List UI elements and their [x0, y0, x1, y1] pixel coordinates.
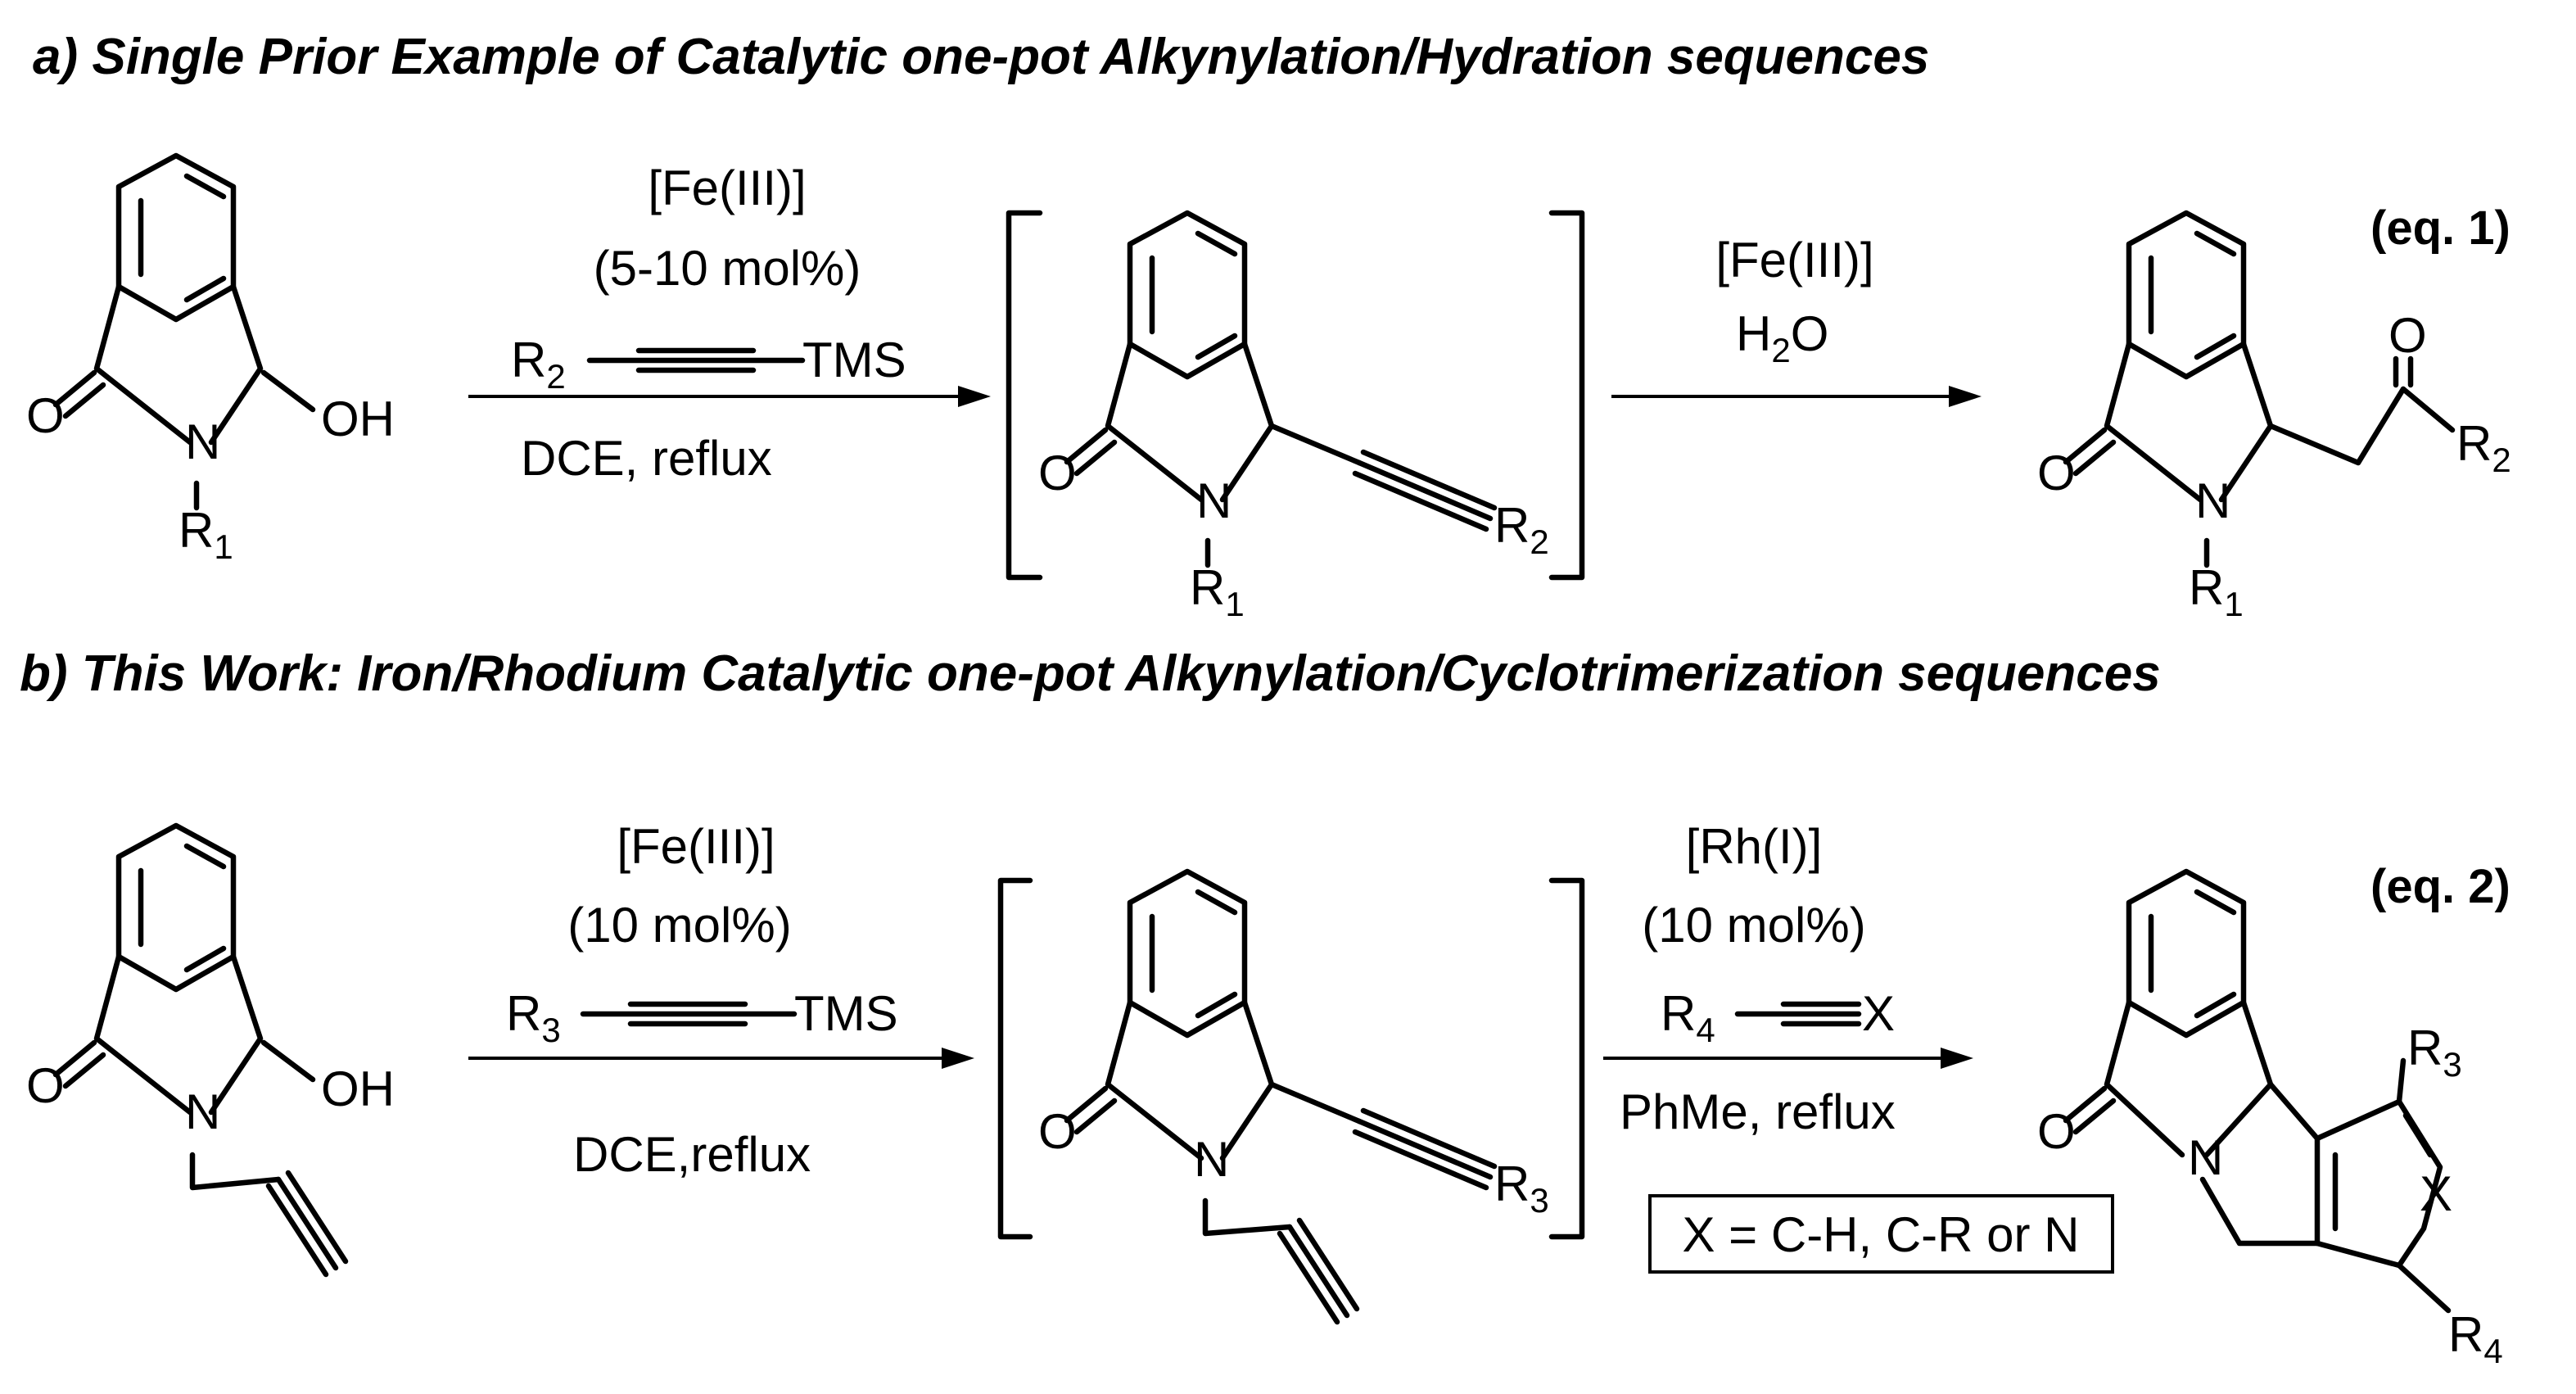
b1-reagent-r3: R3 [506, 986, 561, 1049]
a2-r1-label: R1 [1190, 560, 1245, 623]
a1-nitrogen-label: N [185, 414, 220, 469]
a2-nitrogen-label: N [1196, 473, 1232, 528]
reaction-arrow-b2: [Rh(I)] (10 mol%) R4 X PhMe, reflux X = … [1603, 819, 2114, 1274]
a3-r2-label: R2 [2456, 416, 2511, 479]
a2-r2-label: R2 [1494, 498, 1549, 561]
b3-x-label: X [2420, 1166, 2452, 1221]
a3-oxygen-label: O [2037, 446, 2076, 500]
a3-r1-label: R1 [2189, 560, 2244, 623]
a1-hydroxyl-label: OH [321, 391, 395, 446]
a2-oxygen-label: O [1038, 446, 1077, 500]
a1-oxygen-label: O [26, 388, 65, 443]
b2-conditions: PhMe, reflux [1620, 1084, 1896, 1139]
b1-reagent-tms: TMS [794, 986, 898, 1041]
b2-reagent-x: X [1862, 986, 1895, 1041]
section-b-title: b) This Work: Iron/Rhodium Catalytic one… [20, 645, 2161, 702]
compound-b-intermediate: O N R3 [997, 868, 1585, 1325]
b2-nitrogen-label: N [1194, 1132, 1229, 1187]
b1-hydroxyl-label: OH [321, 1061, 395, 1116]
b2-catalyst: [Rh(I)] [1686, 819, 1823, 874]
reaction-arrow-b1: [Fe(III)] (10 mol%) R3 TMS DCE,reflux [468, 819, 974, 1182]
reaction-arrow-a2: [Fe(III)] H2O [1611, 233, 1982, 407]
reaction-arrow-a1: [Fe(III)] (5-10 mol%) R2 TMS DCE, reflux [468, 161, 991, 486]
a2-catalyst: [Fe(III)] [1715, 233, 1873, 287]
compound-a-product: O N O R2 R1 [2037, 210, 2511, 623]
a2-reagent-water: H2O [1736, 306, 1828, 369]
b2-r3-label: R3 [1494, 1156, 1549, 1220]
b3-oxygen-label: O [2037, 1104, 2076, 1159]
b1-nitrogen-label: N [185, 1084, 220, 1139]
a3-ketone-oxygen-label: O [2388, 308, 2427, 363]
b2-oxygen-label: O [1038, 1104, 1077, 1159]
b1-catalyst: [Fe(III)] [617, 819, 775, 874]
a1-catalyst: [Fe(III)] [648, 161, 806, 215]
b1-conditions: DCE,reflux [573, 1127, 811, 1182]
b2-reagent-r4: R4 [1661, 986, 1715, 1049]
b3-nitrogen-label: N [2188, 1130, 2223, 1185]
a1-reagent-tms: TMS [802, 333, 906, 387]
a1-r1-label: R1 [179, 503, 233, 566]
compound-b-start: O N OH [26, 822, 395, 1278]
b1-loading: (10 mol%) [567, 898, 791, 953]
x-definition-box [1648, 1194, 2114, 1274]
compound-a-intermediate: O N R2 R1 [1006, 210, 1585, 623]
b1-oxygen-label: O [26, 1058, 65, 1113]
x-definition-text: X = C-H, C-R or N [1682, 1207, 2079, 1262]
b3-r4-label: R4 [2448, 1307, 2503, 1370]
compound-b-product: O N X R3 R4 [2037, 868, 2503, 1370]
b2-loading: (10 mol%) [1642, 898, 1865, 953]
a1-conditions: DCE, reflux [521, 431, 772, 486]
compound-a-start: O N OH R1 [26, 152, 395, 566]
a3-nitrogen-label: N [2195, 473, 2230, 528]
a1-loading: (5-10 mol%) [594, 241, 861, 296]
section-a-title: a) Single Prior Example of Catalytic one… [33, 29, 1929, 85]
a1-reagent-r2: R2 [511, 333, 566, 396]
b3-r3-label: R3 [2407, 1021, 2462, 1084]
eq1-label: (eq. 1) [2370, 201, 2510, 255]
eq2-label: (eq. 2) [2370, 860, 2510, 913]
